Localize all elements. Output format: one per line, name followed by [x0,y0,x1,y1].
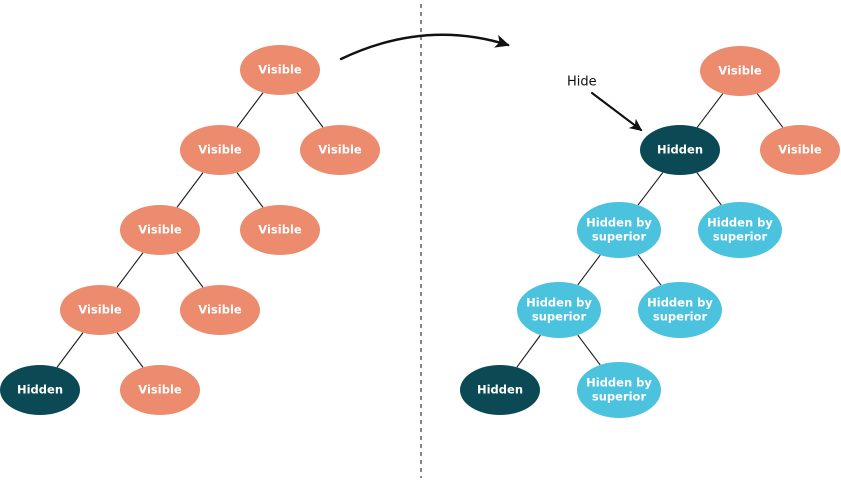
hide-pointer-arrow-icon [590,91,643,132]
after-state-edge [637,172,664,206]
before-state-node-visible[interactable]: Visible [60,285,140,335]
before-state-node-visible[interactable]: Visible [120,205,200,255]
after-state-edge [577,334,601,366]
before-state-edge [296,92,324,128]
before-state-edge [236,172,264,208]
after-state-edge [696,172,722,206]
node-shape [240,205,320,255]
after-state-node-hidden[interactable]: Hidden [460,365,540,415]
node-shape [300,125,380,175]
before-state-node-visible[interactable]: Visible [180,125,260,175]
after-state-edge [756,93,784,128]
node-shape [60,285,140,335]
hide-annotation-label: Hide [567,75,597,90]
node-shape [700,46,780,96]
before-state-node-visible[interactable]: Visible [120,365,200,415]
before-state-edge [236,92,264,128]
after-state-node-visible[interactable]: Visible [760,125,840,175]
after-state-edge [696,93,724,128]
before-state-node-visible[interactable]: Visible [240,45,320,95]
after-state-node-hidden[interactable]: Hidden [640,125,720,175]
before-state-edge [116,332,144,368]
node-shape [517,282,601,338]
after-state-node-visible[interactable]: Visible [700,46,780,96]
before-state-edge [176,172,204,208]
node-shape [640,125,720,175]
before-state-node-visible[interactable]: Visible [180,285,260,335]
before-state-edges [56,92,324,368]
before-state-node-visible[interactable]: Visible [240,205,320,255]
before-state-node-hidden[interactable]: Hidden [0,365,80,415]
node-shape [120,205,200,255]
node-shape [760,125,840,175]
transition-arrow-icon [339,33,510,61]
after-state-edges [516,93,784,368]
after-state-edge [637,254,662,286]
node-shape [638,282,722,338]
before-state-edge [176,252,204,288]
before-state-node-visible[interactable]: Visible [300,125,380,175]
node-shape [240,45,320,95]
before-state-edge [56,332,84,368]
node-shape [0,365,80,415]
node-shape [577,202,661,258]
node-shape [180,125,260,175]
node-shape [180,285,260,335]
after-state-edge [516,334,541,368]
node-shape [577,362,661,418]
before-state-edge [116,252,144,288]
node-shape [698,202,782,258]
after-state-edge [577,254,601,286]
node-shape [120,365,200,415]
node-shape [460,365,540,415]
